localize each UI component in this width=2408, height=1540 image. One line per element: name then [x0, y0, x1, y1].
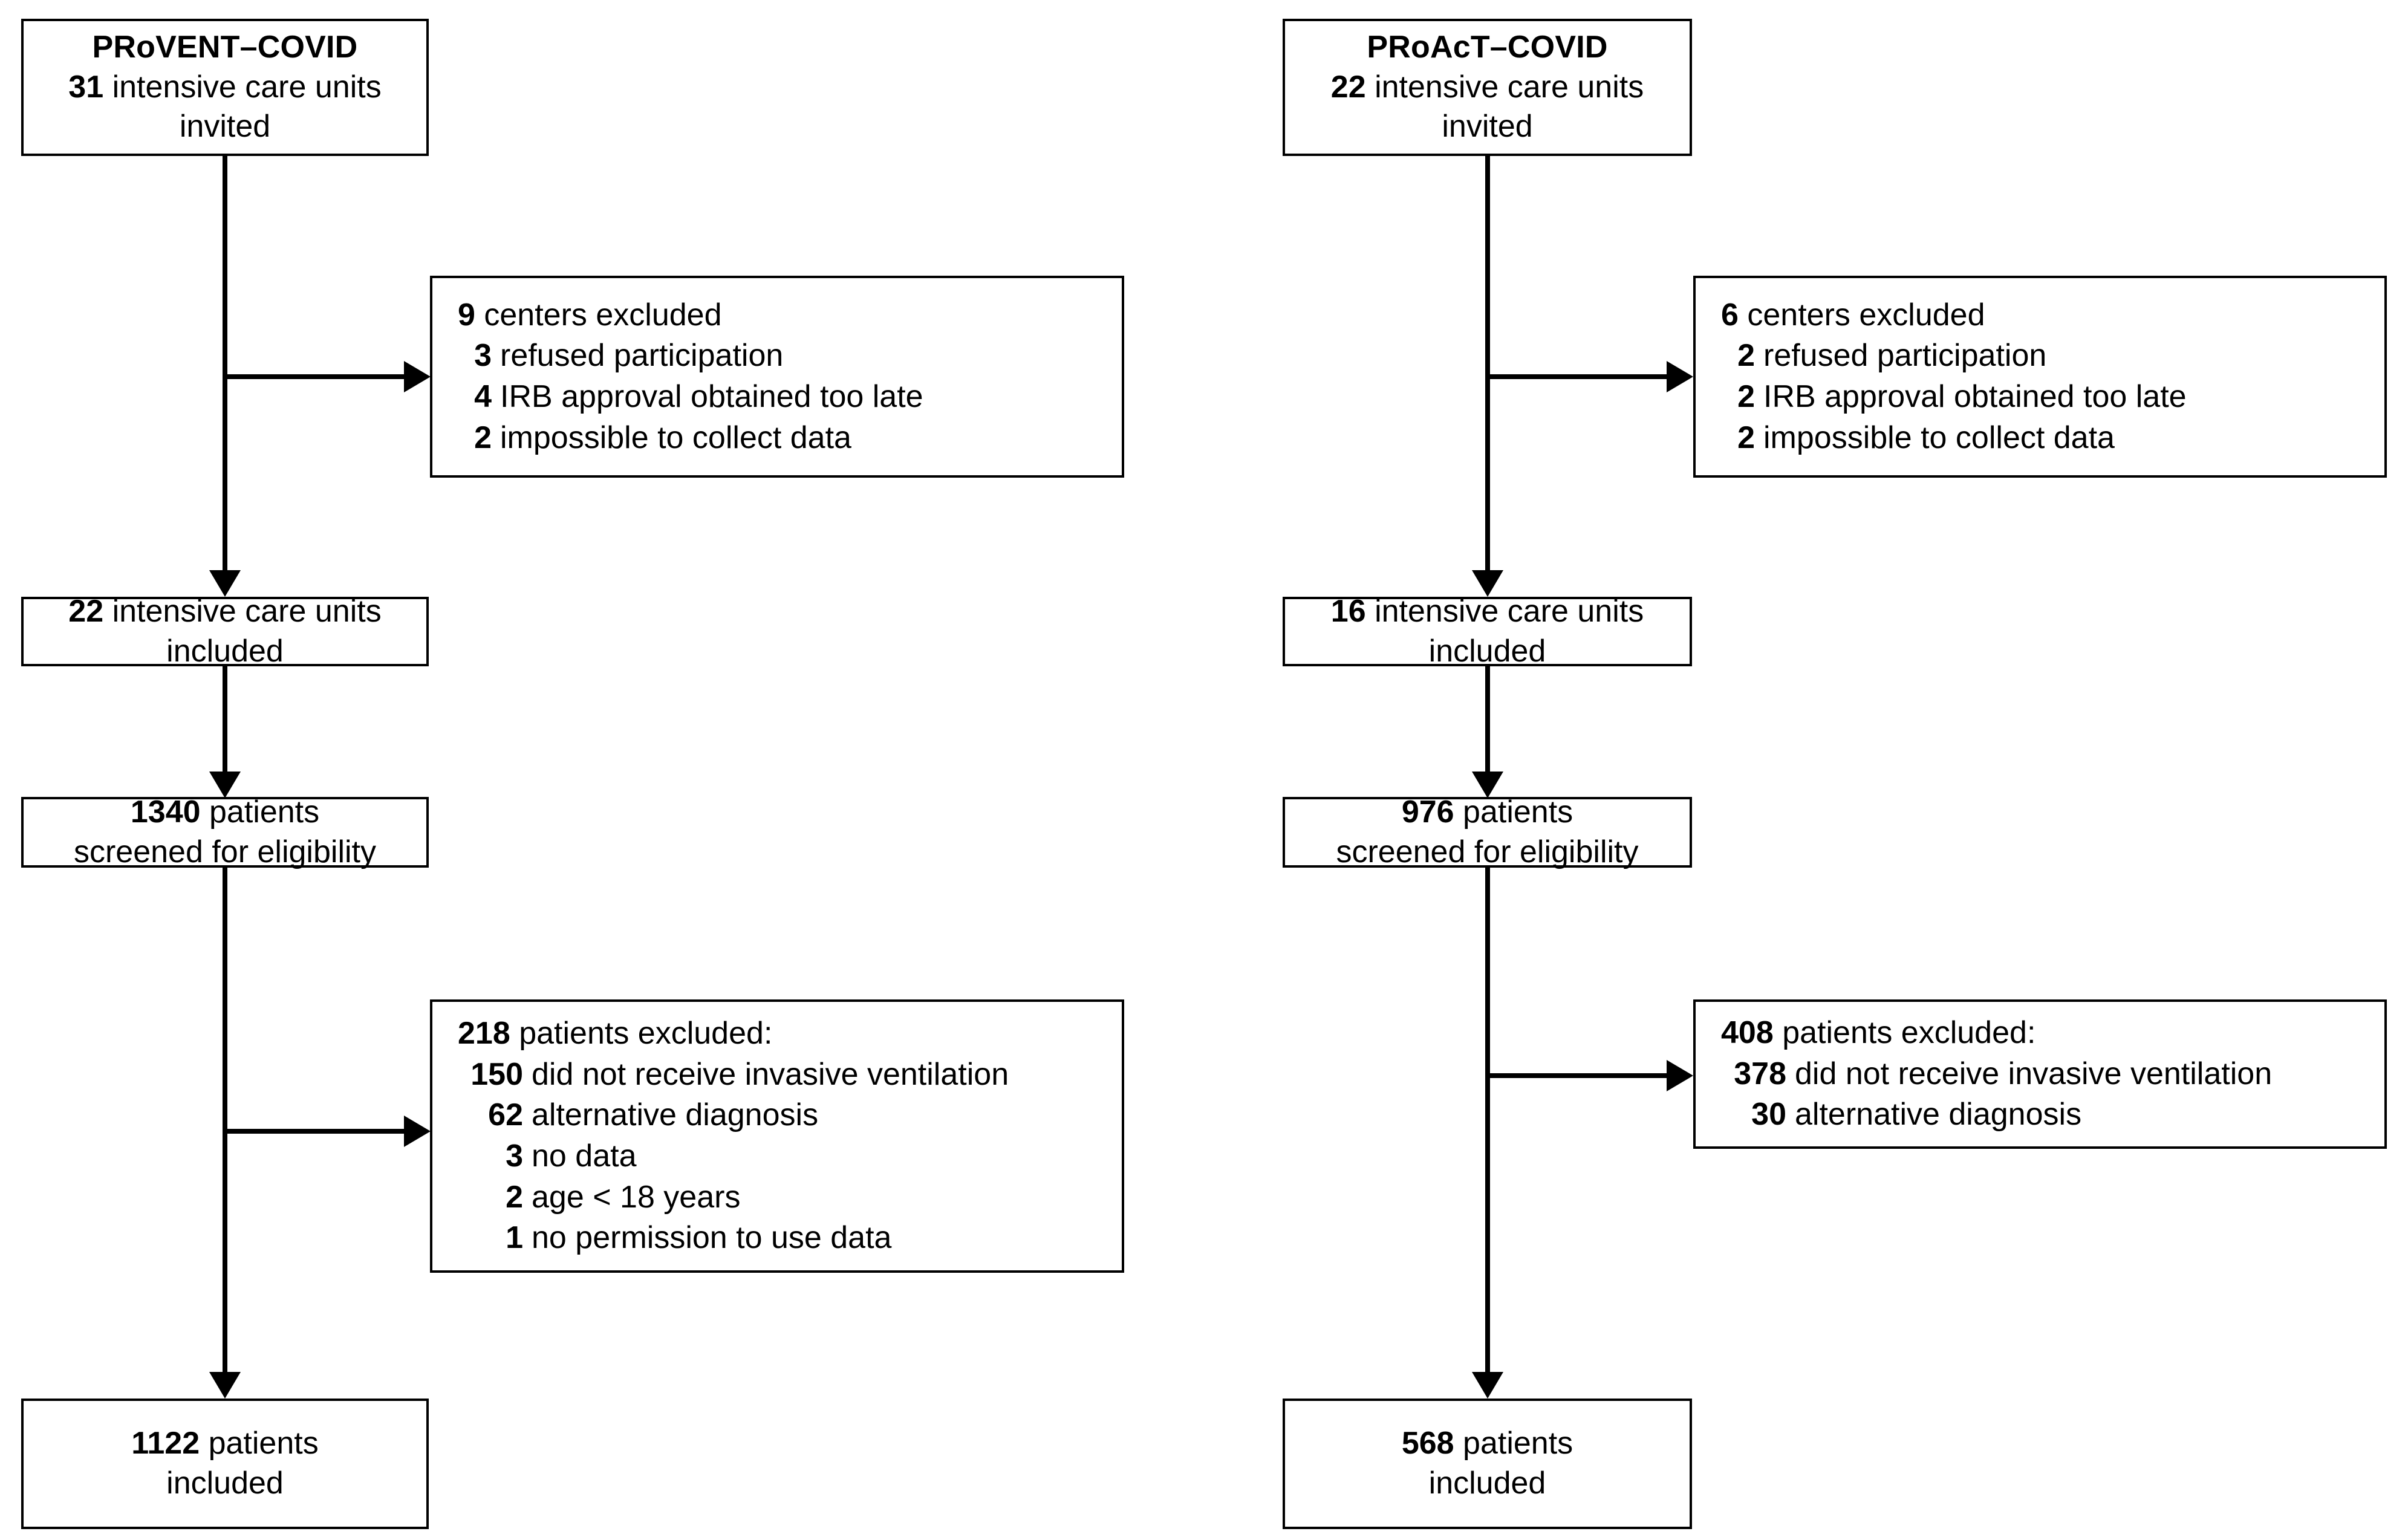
provent-included-patients-line2: included: [166, 1466, 284, 1501]
provent-top-line1: 31 intensive care units: [68, 69, 382, 105]
proact-arrowhead-3: [1472, 1372, 1503, 1399]
proact-included-patients-line1: 568 patients: [1401, 1426, 1573, 1461]
proact-center-exclusion-list: 6 centers excluded 2 refused participati…: [1696, 295, 2187, 458]
proact-patient-exclusion-item: 30 alternative diagnosis: [1751, 1097, 2082, 1132]
provent-connector-1: [223, 156, 227, 570]
provent-branch-1: [223, 374, 404, 379]
proact-arrowhead-2: [1472, 772, 1503, 798]
proact-connector-1: [1485, 156, 1490, 570]
proact-patient-exclusion-list: 408 patients excluded: 378 did not recei…: [1696, 1013, 2272, 1136]
provent-screened-line1: 1340 patients: [130, 794, 320, 830]
proact-top-line1: 22 intensive care units: [1330, 69, 1644, 105]
provent-patient-exclusion-item: 150 did not receive invasive ventilation: [470, 1056, 1009, 1092]
provent-included-patients-line1: 1122 patients: [131, 1426, 319, 1461]
proact-connector-2: [1485, 666, 1490, 772]
provent-center-exclusion-item: 4 IRB approval obtained too late: [474, 379, 923, 414]
proact-arrowhead-1: [1472, 570, 1503, 597]
proact-branch-1: [1485, 374, 1667, 379]
provent-center-exclusion-item: 2 impossible to collect data: [474, 420, 851, 455]
proact-included-patients-line2: included: [1428, 1466, 1546, 1501]
provent-screened-line2: screened for eligibility: [73, 834, 377, 869]
provent-top-line2: invited: [179, 109, 271, 145]
proact-center-exclusion-head: 6 centers excluded: [1721, 297, 1985, 333]
proact-branch-2: [1485, 1073, 1667, 1078]
provent-arrowhead-3: [209, 1372, 241, 1399]
proact-included-patients-box: 568 patients included: [1283, 1399, 1692, 1529]
proact-patient-exclusion-box: 408 patients excluded: 378 did not recei…: [1693, 999, 2387, 1149]
provent-patient-exclusion-head: 218 patients excluded:: [458, 1016, 773, 1051]
provent-branch-arrowhead-1: [404, 361, 431, 392]
proact-patient-exclusion-head: 408 patients excluded:: [1721, 1015, 2036, 1051]
proact-included-units-line2: included: [1428, 633, 1546, 669]
proact-connector-3: [1485, 868, 1490, 1372]
proact-included-units-box: 16 intensive care units included: [1283, 594, 1692, 669]
provent-center-exclusion-box: 9 centers excluded 3 refused participati…: [430, 276, 1124, 478]
provent-center-exclusion-head: 9 centers excluded: [458, 297, 722, 333]
proact-patient-exclusion-item: 378 did not receive invasive ventilation: [1734, 1056, 2273, 1091]
provent-connector-2: [223, 666, 227, 772]
provent-top-box: PRoVENT–COVID 31 intensive care units in…: [21, 19, 429, 156]
provent-patient-exclusion-item: 1 no permission to use data: [506, 1220, 892, 1256]
proact-branch-arrowhead-1: [1667, 361, 1693, 392]
provent-included-patients-box: 1122 patients included: [21, 1399, 429, 1529]
provent-included-units-line2: included: [166, 633, 284, 669]
provent-patient-exclusion-list: 218 patients excluded: 150 did not recei…: [432, 1013, 1009, 1259]
provent-center-exclusion-list: 9 centers excluded 3 refused participati…: [432, 295, 923, 458]
provent-branch-arrowhead-2: [404, 1116, 431, 1147]
provent-connector-3: [223, 868, 227, 1372]
provent-screened-box: 1340 patients screened for eligibility: [21, 794, 429, 869]
provent-patient-exclusion-box: 218 patients excluded: 150 did not recei…: [430, 999, 1124, 1273]
proact-study-title: PRoAcT–COVID: [1367, 30, 1608, 65]
provent-branch-2: [223, 1129, 404, 1134]
proact-screened-line1: 976 patients: [1401, 794, 1573, 830]
provent-arrowhead-2: [209, 772, 241, 798]
proact-center-exclusion-item: 2 impossible to collect data: [1737, 420, 2115, 455]
proact-top-box: PRoAcT–COVID 22 intensive care units inv…: [1283, 19, 1692, 156]
proact-screened-line2: screened for eligibility: [1336, 834, 1639, 869]
provent-patient-exclusion-item: 62 alternative diagnosis: [488, 1097, 819, 1133]
provent-arrowhead-1: [209, 570, 241, 597]
proact-center-exclusion-item: 2 IRB approval obtained too late: [1737, 379, 2187, 414]
proact-screened-box: 976 patients screened for eligibility: [1283, 794, 1692, 869]
proact-included-units-line1: 16 intensive care units: [1330, 593, 1644, 629]
provent-study-title: PRoVENT–COVID: [92, 30, 358, 65]
proact-center-exclusion-item: 2 refused participation: [1737, 338, 2047, 374]
proact-branch-arrowhead-2: [1667, 1060, 1693, 1091]
proact-center-exclusion-box: 6 centers excluded 2 refused participati…: [1693, 276, 2387, 478]
provent-included-units-box: 22 intensive care units included: [21, 594, 429, 669]
provent-patient-exclusion-item: 2 age < 18 years: [506, 1179, 741, 1215]
provent-patient-exclusion-item: 3 no data: [506, 1139, 637, 1174]
provent-included-units-line1: 22 intensive care units: [68, 593, 382, 629]
proact-top-line2: invited: [1442, 109, 1533, 145]
provent-center-exclusion-item: 3 refused participation: [474, 338, 784, 374]
